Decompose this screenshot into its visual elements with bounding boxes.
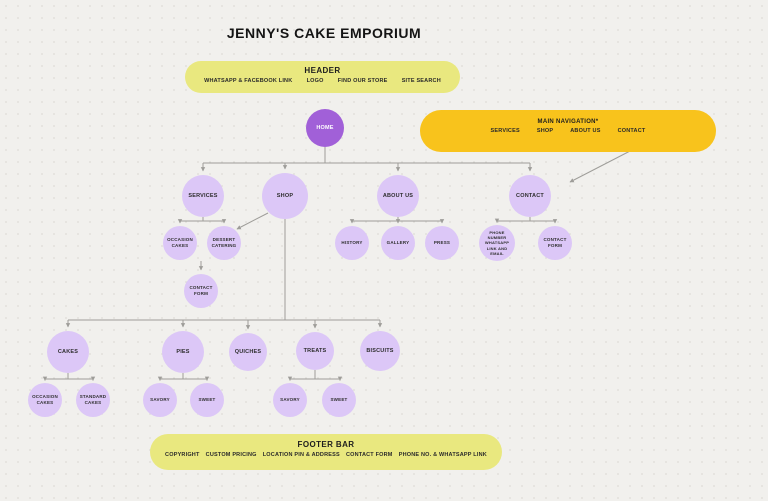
node-home[interactable]: HOME — [306, 109, 344, 147]
nav-item-contact: CONTACT — [617, 128, 646, 134]
footer-item-location: LOCATION PIN & ADDRESS — [262, 452, 340, 458]
footer-item-contact-form: CONTACT FORM — [345, 452, 393, 458]
node-label: SWEET — [330, 397, 348, 403]
node-treats-sweet[interactable]: SWEET — [322, 383, 356, 417]
node-cakes[interactable]: CAKES — [47, 331, 89, 373]
nav-item-about-us: ABOUT US — [570, 128, 601, 134]
node-label: HISTORY — [341, 240, 363, 246]
node-label: CONTACT FORM — [543, 237, 567, 248]
node-pies-sweet[interactable]: SWEET — [190, 383, 224, 417]
node-label: ABOUT US — [382, 192, 414, 199]
node-treats[interactable]: TREATS — [296, 332, 334, 370]
node-cakes-occasion[interactable]: OCCASION CAKES — [28, 383, 62, 417]
node-dessert-catering[interactable]: DESSERT CATERING — [207, 226, 241, 260]
footer-item-custom-pricing: CUSTOM PRICING — [205, 452, 257, 458]
main-navigation-title: MAIN NAVIGATION* — [537, 119, 599, 125]
node-press[interactable]: PRESS — [425, 226, 459, 260]
node-label: CONTACT FORM — [189, 285, 213, 296]
node-label: QUICHES — [234, 348, 262, 355]
footer-item-copyright: COPYRIGHT — [165, 452, 200, 458]
page-title: JENNY'S CAKE EMPORIUM — [226, 25, 422, 41]
footer-item-phone-whatsapp: PHONE NO. & WHATSAPP LINK — [398, 452, 487, 458]
header-item-find-store: FIND OUR STORE — [337, 78, 388, 84]
footer-band[interactable]: FOOTER BAR COPYRIGHT CUSTOM PRICING LOCA… — [150, 434, 502, 470]
node-biscuits[interactable]: BISCUITS — [360, 331, 400, 371]
node-label: SHOP — [276, 192, 294, 199]
node-occasion-cakes[interactable]: OCCASION CAKES — [163, 226, 197, 260]
nav-item-shop: SHOP — [536, 128, 554, 134]
node-label: SWEET — [198, 397, 216, 403]
node-label: CAKES — [57, 348, 79, 355]
node-services-contact-form[interactable]: CONTACT FORM — [184, 274, 218, 308]
node-label: DESSERT CATERING — [211, 237, 237, 248]
header-item-site-search: SITE SEARCH — [401, 78, 441, 84]
node-history[interactable]: HISTORY — [335, 226, 369, 260]
node-label: BISCUITS — [366, 347, 394, 354]
node-label: PHONE NUMBER WHATSAPP LINK AND EMAIL — [484, 230, 510, 256]
node-label: HOME — [316, 124, 334, 131]
node-label: SAVORY — [280, 397, 300, 403]
node-label: TREATS — [303, 347, 327, 354]
node-label: OCCASION CAKES — [32, 394, 58, 405]
node-label: PRESS — [433, 240, 451, 246]
node-contact-contact-form[interactable]: CONTACT FORM — [538, 226, 572, 260]
node-pies-savory[interactable]: SAVORY — [143, 383, 177, 417]
nav-item-services: SERVICES — [490, 128, 520, 134]
node-label: SERVICES — [188, 192, 218, 199]
node-label: STANDARD CAKES — [79, 394, 107, 405]
header-band[interactable]: HEADER WHATSAPP & FACEBOOK LINK LOGO FIN… — [185, 61, 460, 93]
node-contact[interactable]: CONTACT — [509, 175, 551, 217]
node-about-us[interactable]: ABOUT US — [377, 175, 419, 217]
footer-band-title: FOOTER BAR — [297, 440, 355, 449]
header-item-logo: LOGO — [306, 78, 324, 84]
header-band-title: HEADER — [304, 66, 341, 75]
node-label: PIES — [176, 348, 190, 355]
node-cakes-standard[interactable]: STANDARD CAKES — [76, 383, 110, 417]
node-label: OCCASION CAKES — [167, 237, 193, 248]
node-pies[interactable]: PIES — [162, 331, 204, 373]
node-gallery[interactable]: GALLERY — [381, 226, 415, 260]
node-treats-savory[interactable]: SAVORY — [273, 383, 307, 417]
node-label: SAVORY — [150, 397, 170, 403]
node-quiches[interactable]: QUICHES — [229, 333, 267, 371]
header-item-whatsapp-facebook: WHATSAPP & FACEBOOK LINK — [204, 78, 293, 84]
main-navigation-band[interactable]: MAIN NAVIGATION* SERVICES SHOP ABOUT US … — [420, 110, 716, 152]
node-services[interactable]: SERVICES — [182, 175, 224, 217]
node-label: GALLERY — [386, 240, 410, 246]
node-label: CONTACT — [516, 192, 544, 199]
node-shop[interactable]: SHOP — [262, 173, 308, 219]
node-phone-whatsapp-email[interactable]: PHONE NUMBER WHATSAPP LINK AND EMAIL — [479, 225, 515, 261]
